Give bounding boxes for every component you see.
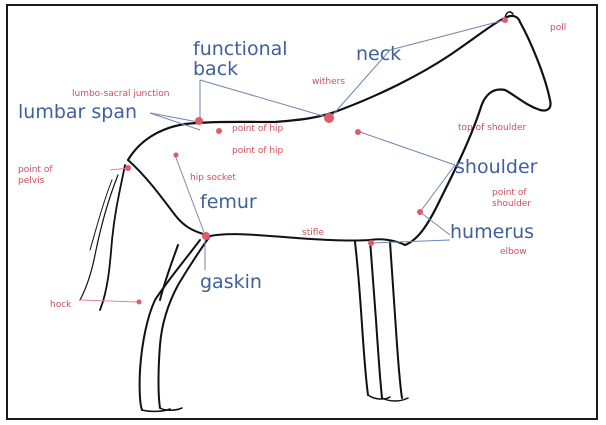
label-lumbo-sacral-junction: lumbo-sacral junction	[72, 89, 169, 99]
point-of-shoulder-marker	[417, 209, 423, 215]
label-point-of-shoulder-1: point of	[492, 188, 527, 198]
label-point-of-shoulder-2: shoulder	[492, 199, 531, 209]
label-stifle: stifle	[302, 228, 324, 238]
label-point-of-pelvis-2: pelvis	[18, 176, 45, 186]
label-point-of-hip-small: point of hip	[232, 124, 284, 134]
point-of-pelvis-marker	[125, 165, 131, 171]
horse-outline	[80, 12, 551, 411]
label-point-of-hip: point of hip	[232, 146, 284, 156]
label-hock: hock	[50, 300, 72, 310]
poll-marker	[502, 17, 508, 23]
label-point-of-pelvis-1: point of	[18, 165, 53, 175]
point-of-hip-marker	[216, 128, 222, 134]
label-femur: femur	[200, 191, 257, 213]
label-gaskin: gaskin	[200, 271, 262, 293]
stifle-marker	[202, 232, 210, 240]
hip-socket-marker	[174, 153, 179, 158]
leader-lines	[80, 20, 505, 302]
label-poll: poll	[550, 23, 566, 33]
lumbo-sacral-marker	[195, 117, 203, 125]
elbow-marker	[368, 240, 374, 246]
label-lumbar-span: lumbar span	[18, 101, 137, 123]
label-hip-socket: hip socket	[190, 173, 236, 183]
label-shoulder: shoulder	[455, 156, 538, 178]
top-of-shoulder-marker	[355, 129, 361, 135]
label-top-of-shoulder: top of shoulder	[458, 123, 526, 133]
hock-marker	[137, 300, 142, 305]
label-withers: withers	[312, 77, 345, 87]
label-functional-back-1: functional	[193, 38, 288, 60]
withers-marker	[324, 113, 334, 123]
label-elbow: elbow	[500, 247, 527, 257]
label-functional-back-2: back	[193, 58, 238, 80]
label-neck: neck	[356, 43, 401, 65]
label-humerus: humerus	[450, 221, 534, 243]
